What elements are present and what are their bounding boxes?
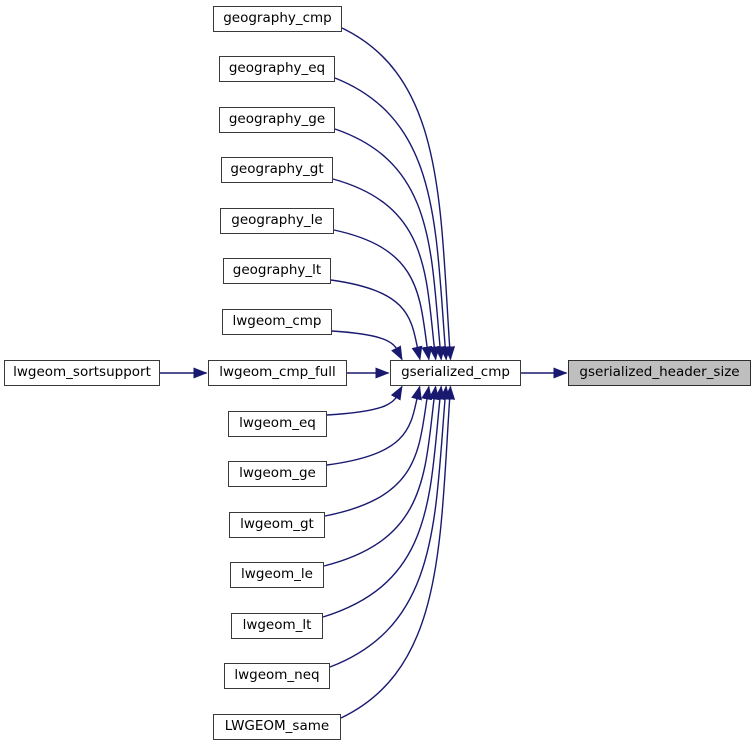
node-geography_eq[interactable]: geography_eq — [219, 56, 335, 82]
node-label: geography_lt — [232, 262, 322, 279]
node-lwgeom_sortsupport[interactable]: lwgeom_sortsupport — [4, 360, 160, 386]
node-label: geography_ge — [228, 111, 326, 128]
edge-geography_cmp-to-gserialized_cmp — [341, 27, 456, 361]
edge-LWGEOM_same-to-gserialized_cmp — [340, 385, 456, 719]
node-LWGEOM_same[interactable]: LWGEOM_same — [213, 714, 341, 740]
edge-group — [160, 27, 568, 719]
edge-lwgeom_neq-to-gserialized_cmp — [329, 385, 451, 668]
node-gserialized_cmp[interactable]: gserialized_cmp — [390, 360, 521, 386]
edge-lwgeom_eq-to-gserialized_cmp — [326, 385, 403, 416]
edge-lwgeom_lt-to-gserialized_cmp — [322, 385, 446, 618]
edge-lwgeom_cmp-to-gserialized_cmp — [331, 330, 403, 361]
node-lwgeom_ge[interactable]: lwgeom_ge — [228, 461, 327, 487]
node-lwgeom_neq[interactable]: lwgeom_neq — [224, 663, 330, 689]
edge-lwgeom_ge-to-gserialized_cmp — [326, 385, 422, 466]
node-geography_ge[interactable]: geography_ge — [219, 107, 335, 133]
node-label: lwgeom_le — [241, 566, 313, 583]
node-label: geography_eq — [228, 60, 326, 77]
node-lwgeom_eq[interactable]: lwgeom_eq — [228, 411, 327, 437]
edge-geography_lt-to-gserialized_cmp — [330, 279, 423, 361]
edge-geography_gt-to-gserialized_cmp — [332, 178, 440, 361]
node-gserialized_header_size: gserialized_header_size — [568, 360, 751, 386]
node-label: lwgeom_cmp_full — [219, 364, 336, 381]
node-geography_gt[interactable]: geography_gt — [221, 157, 333, 183]
node-lwgeom_le[interactable]: lwgeom_le — [230, 562, 324, 588]
edge-geography_le-to-gserialized_cmp — [333, 229, 433, 361]
node-label: lwgeom_eq — [239, 415, 316, 432]
node-label: lwgeom_lt — [242, 617, 312, 634]
node-label: lwgeom_sortsupport — [13, 364, 151, 381]
node-label: LWGEOM_same — [224, 718, 330, 735]
node-label: geography_le — [231, 212, 323, 229]
node-lwgeom_lt[interactable]: lwgeom_lt — [231, 613, 323, 639]
node-geography_lt[interactable]: geography_lt — [223, 258, 331, 284]
edge-lwgeom_le-to-gserialized_cmp — [323, 385, 440, 567]
node-lwgeom_cmp[interactable]: lwgeom_cmp — [222, 309, 332, 335]
node-geography_le[interactable]: geography_le — [220, 208, 334, 234]
node-label: geography_gt — [230, 161, 324, 178]
node-geography_cmp[interactable]: geography_cmp — [213, 6, 342, 32]
node-label: lwgeom_cmp — [232, 313, 322, 330]
node-lwgeom_cmp_full[interactable]: lwgeom_cmp_full — [208, 360, 347, 386]
node-lwgeom_gt[interactable]: lwgeom_gt — [229, 512, 325, 538]
node-label: gserialized_cmp — [401, 364, 510, 381]
node-label: lwgeom_neq — [234, 667, 320, 684]
edge-lwgeom_gt-to-gserialized_cmp — [324, 385, 433, 517]
node-label: lwgeom_ge — [239, 465, 316, 482]
node-label: geography_cmp — [223, 10, 332, 27]
edge-geography_eq-to-gserialized_cmp — [334, 77, 451, 361]
edge-geography_ge-to-gserialized_cmp — [334, 128, 446, 361]
node-label: gserialized_header_size — [579, 364, 740, 381]
node-label: lwgeom_gt — [240, 516, 314, 533]
